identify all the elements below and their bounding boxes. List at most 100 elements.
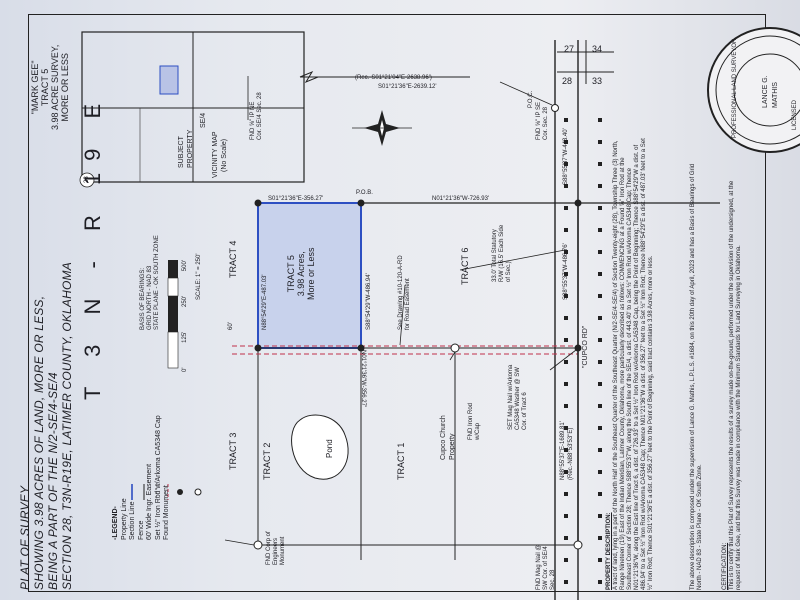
bearings-line-1: BASIS OF BEARINGS: — [140, 267, 146, 330]
scale-tick: 125' — [182, 331, 188, 343]
fence-post — [598, 580, 602, 584]
tract-2-label: TRACT 2 — [262, 442, 272, 480]
sw-monument — [573, 540, 583, 550]
legend-title: -LEGEND- — [112, 506, 119, 540]
corp-note: FND Corp of Engineers Monument — [266, 531, 286, 565]
leader-line — [499, 81, 553, 106]
section-28: 28 — [562, 76, 573, 86]
title-block: PLAT OF SURVEY SHOWING 3.98 ACRES OF LAN… — [18, 262, 74, 590]
church-label: Cupco Church Property — [440, 415, 456, 460]
fence-post — [564, 382, 568, 386]
road-label: "CUPCO RD" — [582, 325, 589, 368]
leader-line — [449, 351, 456, 361]
leader-line — [549, 349, 577, 371]
section-27: 27 — [564, 44, 575, 54]
fence-post — [564, 470, 568, 474]
angle-dimension: 60' — [228, 322, 234, 330]
south-line-bearing: N01°21'36"W-356.27' — [360, 350, 366, 408]
corp-monument — [253, 540, 263, 550]
fence-post — [564, 580, 568, 584]
basis-statement: The above description is composed under … — [690, 163, 703, 590]
title-line-1: PLAT OF SURVEY — [18, 485, 32, 590]
fence-post — [598, 206, 602, 210]
fence-post — [598, 492, 602, 496]
fence-post — [598, 140, 602, 144]
bearings-line-2: GRID NORTH - NAD 83 — [147, 265, 153, 330]
bearings-line-3: STATE PLANE - OK SOUTH ZONE — [154, 235, 160, 330]
scale-tick: 500' — [182, 260, 188, 272]
mid-vertical-bearing: S88°54'29"W-486.94' — [366, 273, 372, 330]
description-heading: PROPERTY DESCRIPTION: — [606, 512, 612, 590]
ne-corner-note: FND ⅝" IP NE Cor. SE/4 Sec. 28 — [250, 92, 263, 140]
fence-post — [598, 558, 602, 562]
corner-monument — [574, 199, 582, 207]
leader-line — [459, 249, 566, 271]
fence-post — [598, 360, 602, 364]
fence-post — [598, 250, 602, 254]
fence-post — [598, 404, 602, 408]
vicinity-section-circle — [79, 172, 95, 188]
fence-post — [598, 294, 602, 298]
legend-item: 60' Wide Ingr. Easement — [146, 463, 153, 540]
poc-label: P.O.C. — [528, 90, 534, 108]
vicinity-subject-box — [159, 65, 179, 95]
fence-post — [564, 514, 568, 518]
bottom-bearing-1: N88°55'37"E-1689.81' — [560, 421, 566, 480]
tract-5-qualifier: More or Less — [306, 247, 316, 300]
fence-post — [564, 162, 568, 166]
vicinity-subject: SUBJECT PROPERTY — [178, 129, 194, 168]
east-line-bearing: N01°21'36"W-726.93' — [432, 196, 490, 202]
statutory-note: 33.0' Total Statutory R/W (16.5' Each Si… — [492, 224, 512, 282]
fence-post — [598, 184, 602, 188]
seal-name-2: MATHIS — [772, 82, 779, 108]
tag-line-4: MORE OR LESS — [60, 53, 70, 122]
fence-post — [564, 360, 568, 364]
fence-post — [598, 382, 602, 386]
tract-5-title: TRACT 5 — [286, 255, 296, 293]
fence-post — [564, 206, 568, 210]
fence-post — [564, 294, 568, 298]
section-34: 34 — [592, 44, 603, 54]
pond-label: Pond — [325, 439, 334, 458]
fence-post — [598, 536, 602, 540]
legend-item: Section Line — [129, 501, 136, 540]
fence-post — [564, 118, 568, 122]
vicinity-se4: SE/4 — [200, 112, 207, 128]
leader-line — [399, 284, 406, 346]
se-corner-note: FND ⅝" IP SE Cor. Sec. 28 — [536, 101, 549, 140]
fence-post — [564, 184, 568, 188]
right-bearing-1: S88°55'37"W-443.40' — [563, 128, 569, 185]
property-description: PROPERTY DESCRIPTION: A tract of land, l… — [606, 130, 655, 590]
surveyor-seal — [707, 27, 800, 153]
seal-top: PROFESSIONAL LAND SURVEYOR — [732, 38, 738, 138]
fence-post — [564, 250, 568, 254]
title-line-4: SECTION 28, T3N-R19E, LATIMER COUNTY, OK… — [60, 262, 74, 590]
basis-of-bearings: BASIS OF BEARINGS: GRID NORTH - NAD 83 S… — [140, 235, 161, 330]
corner-monument — [254, 344, 262, 352]
fence-post — [564, 140, 568, 144]
drawing-border — [28, 14, 766, 592]
fence-post — [598, 514, 602, 518]
tag-line-2: TRACT 5 — [40, 68, 50, 107]
certification-heading: CERTIFICATION: — [722, 542, 728, 590]
pob-label: P.O.B. — [356, 190, 373, 196]
north-line-bearing: S01°21'36"E-356.27' — [268, 196, 324, 202]
fence-post — [598, 228, 602, 232]
legend-item: Property Line — [120, 498, 128, 540]
north-arrow — [352, 110, 412, 146]
top-record-bearing: (Rec.-S01°21'04"E-2638.96') — [355, 75, 432, 81]
top-measured-bearing: S01°21'36"E-2639.12' — [378, 84, 437, 90]
fence-post — [564, 536, 568, 540]
fence-post — [598, 470, 602, 474]
west-vertical-bearing: N88°54'29"E-487.03' — [262, 274, 268, 330]
vicinity-section-number: 28 — [84, 176, 90, 183]
fence-post — [598, 272, 602, 276]
corner-monument — [254, 199, 262, 207]
iron-rod-found — [450, 343, 460, 353]
pob-monument — [357, 199, 365, 207]
right-bearing-2: S88°55'37"W-486.76' — [563, 243, 569, 300]
fence-post — [564, 338, 568, 342]
certification-text: This is to certify that this Plat of Sur… — [729, 180, 742, 590]
fence-post — [564, 426, 568, 430]
